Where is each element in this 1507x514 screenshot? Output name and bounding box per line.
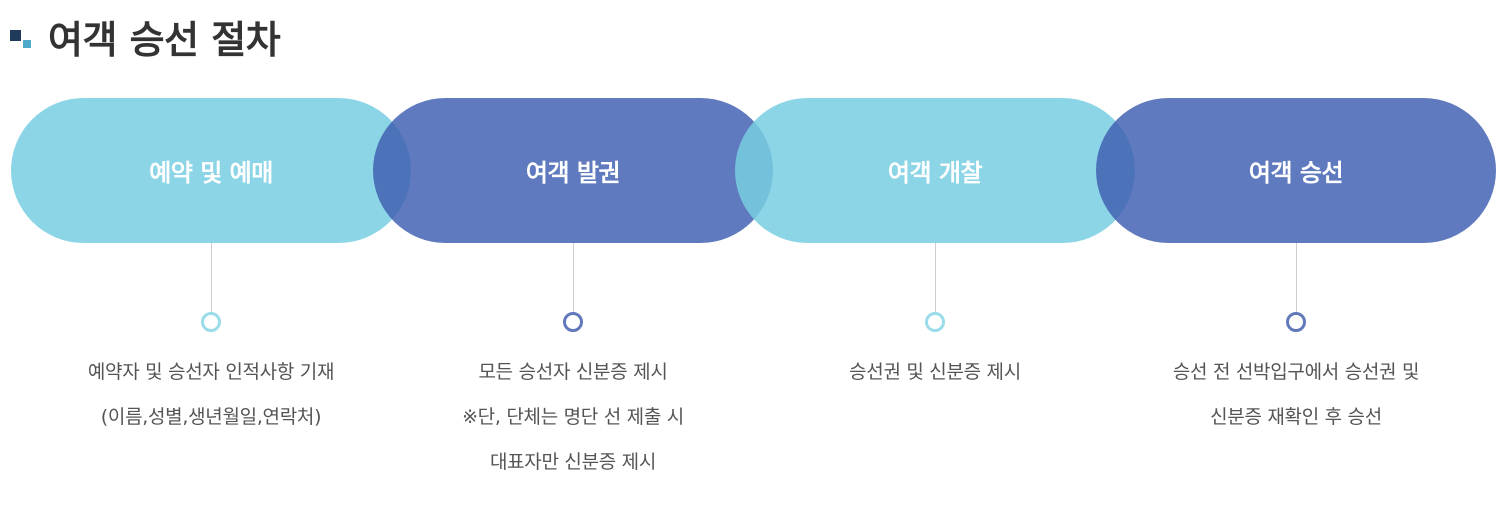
step-description-boarding: 승선 전 선박입구에서 승선권 및 신분증 재확인 후 승선 xyxy=(1116,350,1476,440)
step-description-reservation: 예약자 및 승선자 인적사항 기재 (이름,성별,생년월일,연락처) xyxy=(31,350,391,440)
step-marker-dot xyxy=(1286,312,1306,332)
step-marker-dot xyxy=(201,312,221,332)
step-label: 예약 및 예매 xyxy=(149,159,273,187)
step-marker-dot xyxy=(563,312,583,332)
step-label: 여객 승선 xyxy=(1248,159,1344,187)
description-line: ※단, 단체는 명단 선 제출 시 xyxy=(462,406,684,428)
description-line: 예약자 및 승선자 인적사항 기재 xyxy=(87,361,335,383)
title-bullet-icon xyxy=(10,18,34,48)
description-line: 승선권 및 신분증 제시 xyxy=(849,361,1021,383)
description-line: 승선 전 선박입구에서 승선권 및 xyxy=(1172,361,1420,383)
step-label: 여객 발권 xyxy=(525,159,621,187)
step-pill-reservation: 예약 및 예매 xyxy=(11,98,411,243)
step-label: 여객 개찰 xyxy=(887,159,983,187)
page-title: 여객 승선 절차 xyxy=(48,18,281,62)
step-pill-ticketing: 여객 발권 xyxy=(373,98,773,243)
step-pill-ticket-check: 여객 개찰 xyxy=(735,98,1135,243)
description-line: 신분증 재확인 후 승선 xyxy=(1210,406,1382,428)
description-line: (이름,성별,생년월일,연락처) xyxy=(100,406,322,428)
description-line: 대표자만 신분증 제시 xyxy=(489,451,657,473)
step-pill-boarding: 여객 승선 xyxy=(1096,98,1496,243)
step-description-ticketing: 모든 승선자 신분증 제시 ※단, 단체는 명단 선 제출 시 대표자만 신분증… xyxy=(393,350,753,485)
step-description-ticket-check: 승선권 및 신분증 제시 xyxy=(755,350,1115,395)
description-line: 모든 승선자 신분증 제시 xyxy=(478,361,668,383)
step-connector xyxy=(573,243,574,313)
step-connector xyxy=(935,243,936,313)
step-marker-dot xyxy=(925,312,945,332)
step-connector xyxy=(1296,243,1297,313)
step-connector xyxy=(211,243,212,313)
